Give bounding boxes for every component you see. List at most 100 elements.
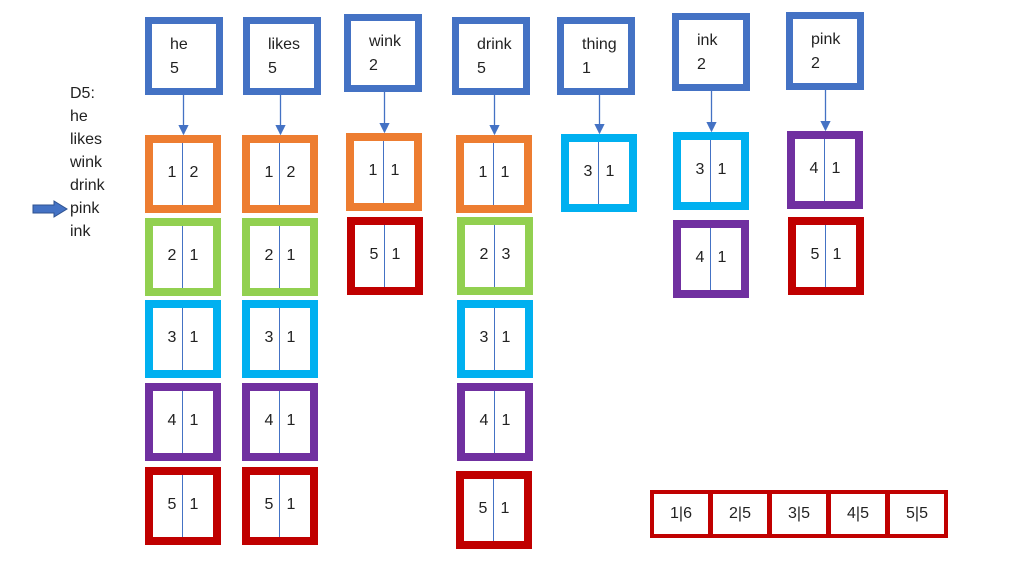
posting-doc: 4 [264, 412, 274, 429]
posting-divider [279, 391, 280, 453]
posting-divider [279, 475, 280, 537]
posting-doc: 2 [264, 247, 274, 264]
posting-freq: 1 [286, 247, 296, 264]
posting-freq: 1 [286, 496, 296, 513]
posting-freq: 1 [501, 412, 511, 429]
posting-doc: 5 [167, 496, 177, 513]
query-word-drink: drink [70, 177, 105, 194]
posting-freq: 1 [605, 163, 615, 180]
posting-freq: 1 [189, 247, 199, 264]
term-box-wink[interactable]: wink 2 [344, 14, 422, 92]
posting-freq: 1 [286, 329, 296, 346]
term-df: 1 [582, 60, 591, 77]
score-cell-doc5: 5|5 [906, 505, 928, 522]
posting-divider [279, 308, 280, 370]
term-box-ink[interactable]: ink 2 [672, 13, 750, 91]
term-word: drink [477, 36, 512, 53]
score-cell-doc1: 1|6 [654, 494, 713, 534]
posting-freq: 3 [501, 246, 511, 263]
posting-divider [182, 226, 183, 288]
posting-doc: 3 [167, 329, 177, 346]
posting-freq: 1 [717, 249, 727, 266]
term-word: ink [697, 32, 718, 49]
query-word-ink: ink [70, 223, 91, 240]
score-accumulator: 1|6 2|5 3|5 4|5 5|5 [650, 490, 948, 538]
posting-doc: 3 [264, 329, 274, 346]
term-box-pink[interactable]: pink 2 [786, 12, 864, 90]
score-cell-doc3: 3|5 [772, 494, 831, 534]
term-df: 2 [811, 55, 820, 72]
posting-doc: 4 [809, 160, 819, 177]
term-df: 5 [268, 60, 277, 77]
posting-doc: 1 [368, 162, 378, 179]
posting-divider [494, 225, 495, 287]
posting-divider [383, 141, 384, 203]
posting-freq: 1 [391, 246, 401, 263]
posting-freq: 1 [717, 161, 727, 178]
score-cell-doc2: 2|5 [713, 494, 772, 534]
posting-doc: 4 [695, 249, 705, 266]
posting-doc: 3 [479, 329, 489, 346]
posting-freq: 1 [189, 412, 199, 429]
posting-doc: 1 [167, 164, 177, 181]
posting-freq: 1 [286, 412, 296, 429]
posting-freq: 1 [832, 246, 842, 263]
term-word: likes [268, 36, 301, 53]
posting-divider [384, 225, 385, 287]
posting-divider [824, 139, 825, 201]
posting-doc: 3 [583, 163, 593, 180]
posting-doc: 2 [479, 246, 489, 263]
term-word: thing [582, 36, 617, 53]
posting-freq: 1 [189, 329, 199, 346]
term-box-likes[interactable]: likes 5 [243, 17, 321, 95]
posting-freq: 1 [831, 160, 841, 177]
term-word: pink [811, 31, 841, 48]
term-df: 5 [477, 60, 486, 77]
posting-freq: 1 [189, 496, 199, 513]
posting-freq: 1 [500, 500, 510, 517]
term-word: he [170, 36, 188, 53]
posting-freq: 2 [286, 164, 296, 181]
query-word-pink: pink [70, 200, 100, 217]
term-box-drink[interactable]: drink 5 [452, 17, 530, 95]
posting-doc: 2 [167, 247, 177, 264]
posting-divider [710, 228, 711, 290]
posting-divider [598, 142, 599, 204]
posting-freq: 1 [501, 329, 511, 346]
posting-doc: 1 [478, 164, 488, 181]
posting-divider [494, 308, 495, 370]
posting-doc: 1 [264, 164, 274, 181]
query-word-likes: likes [70, 131, 103, 148]
posting-divider [494, 391, 495, 453]
posting-freq: 1 [500, 164, 510, 181]
posting-doc: 4 [167, 412, 177, 429]
posting-divider [182, 308, 183, 370]
query-document: D5: he likes wink drink pink ink [70, 82, 105, 243]
posting-divider [182, 475, 183, 537]
posting-divider [493, 143, 494, 205]
score-cell-doc4: 4|5 [831, 494, 890, 534]
posting-doc: 5 [810, 246, 820, 263]
current-word-arrow-icon [32, 200, 68, 218]
posting-divider [710, 140, 711, 202]
term-box-he[interactable]: he 5 [145, 17, 223, 95]
term-word: wink [369, 33, 402, 50]
posting-divider [279, 143, 280, 205]
term-box-thing[interactable]: thing 1 [557, 17, 635, 95]
